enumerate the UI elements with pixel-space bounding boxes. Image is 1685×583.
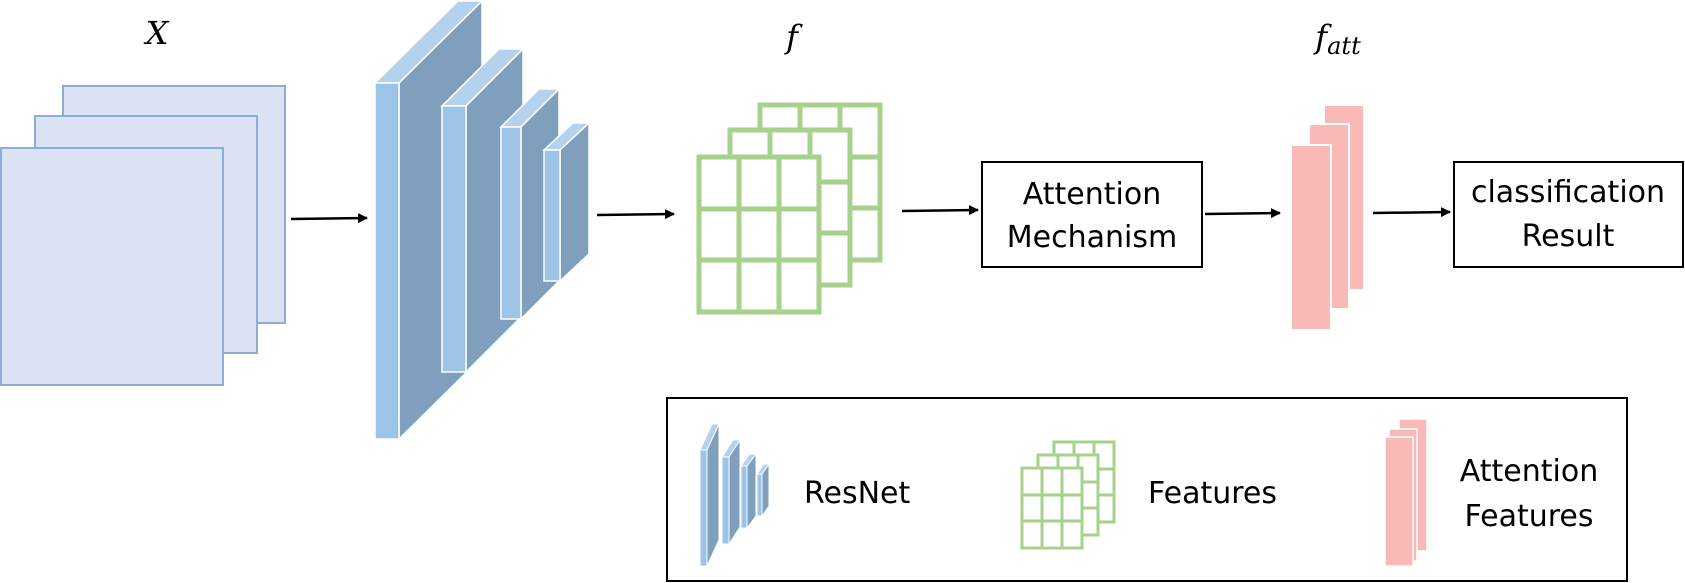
attention-box-line1: Attention [1023, 177, 1161, 212]
arrow-attfeatures-to-result [1372, 207, 1451, 218]
legend-attention-icon [1384, 418, 1428, 567]
input-image-stack [0, 85, 286, 386]
arrow-input-to-resnet [290, 213, 368, 224]
attention-box-line2: Mechanism [1007, 220, 1177, 255]
classification-result-box: classification Result [1453, 161, 1684, 268]
legend-resnet-label: ResNet [804, 476, 910, 511]
features-symbol: f [784, 18, 803, 56]
resnet-block [373, 0, 591, 441]
legend-resnet-icon [699, 423, 770, 567]
features-grid-stack [696, 102, 883, 315]
result-box-line2: Result [1522, 219, 1615, 254]
attention-features-symbol: fatt [1313, 18, 1361, 60]
legend: ResNet Features Attention Features [666, 397, 1628, 582]
arrow-attention-to-attfeatures [1204, 208, 1281, 219]
legend-features-label: Features [1148, 476, 1277, 511]
legend-attention-line1: Attention [1460, 454, 1598, 489]
arrow-resnet-to-features [596, 209, 675, 220]
attention-features-stack [1290, 104, 1365, 331]
attention-mechanism-box: Attention Mechanism [981, 161, 1203, 268]
legend-features-icon [1020, 440, 1116, 550]
legend-attention-line2: Features [1465, 499, 1594, 534]
arrow-features-to-attention [901, 205, 979, 216]
input-symbol: X [143, 14, 170, 52]
result-box-line1: classification [1471, 175, 1665, 210]
